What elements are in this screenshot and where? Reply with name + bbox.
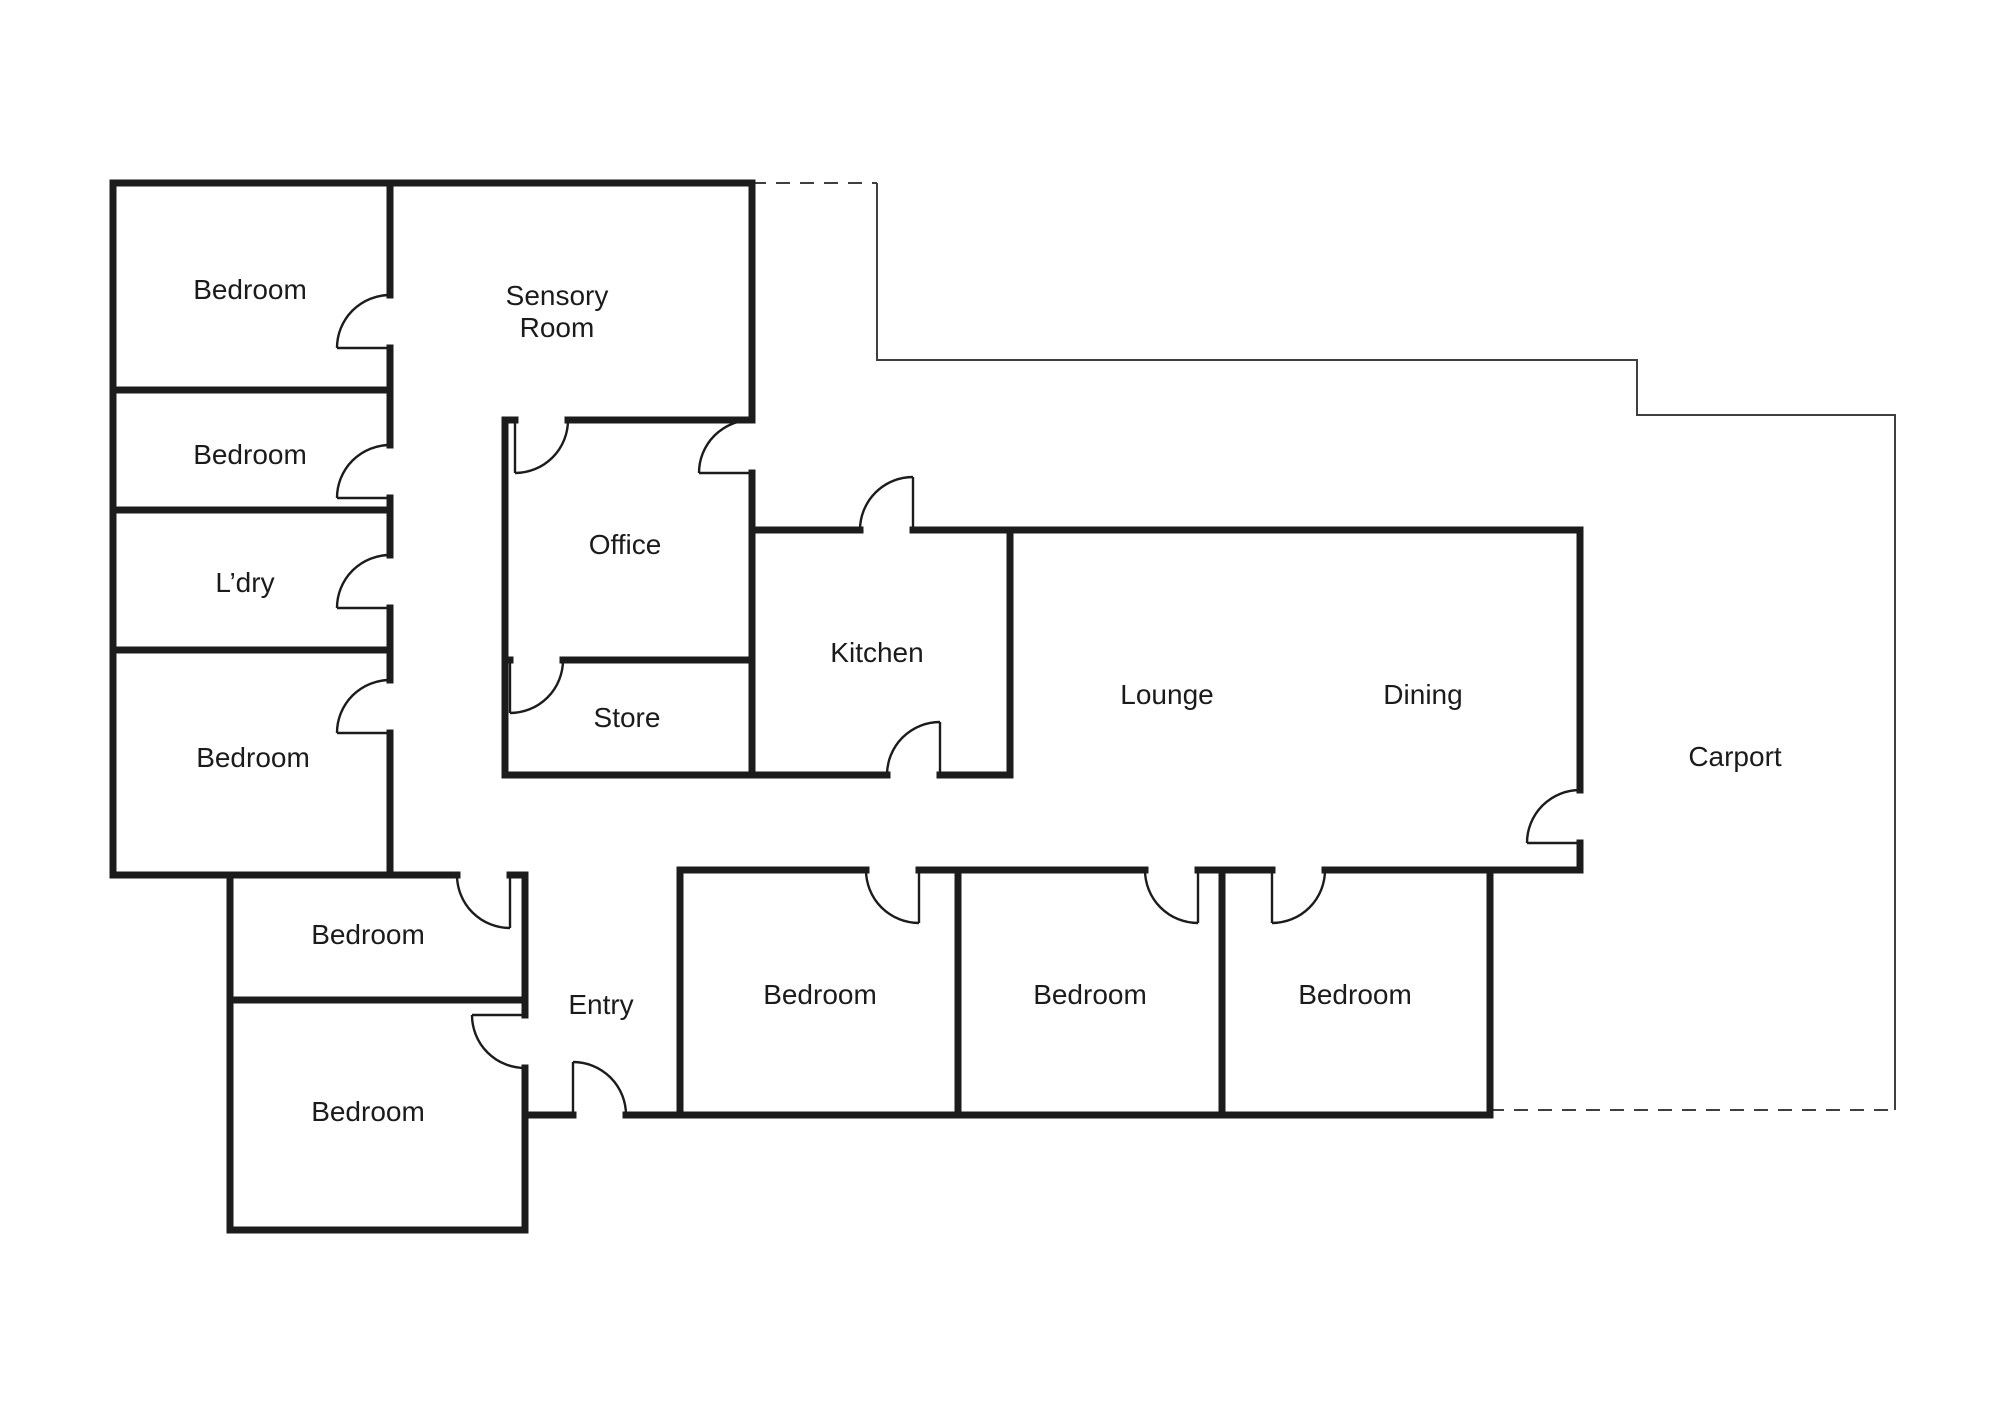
door-swing-arcs [335, 293, 1581, 1116]
room-label-bedroom-6: Bedroom [763, 978, 877, 1010]
room-label-bedroom-8: Bedroom [1298, 978, 1412, 1010]
room-label-entry: Entry [568, 988, 634, 1020]
carport-boundary-dashed-lines [752, 182, 1895, 1111]
room-label-lounge: Lounge [1120, 678, 1214, 710]
room-label-laundry: L’dry [215, 566, 275, 598]
room-label-sensory-room: Sensory Room [505, 279, 609, 343]
room-label-carport: Carport [1688, 740, 1782, 772]
room-label-bedroom-1: Bedroom [193, 273, 307, 305]
room-label-bedroom-7: Bedroom [1033, 978, 1147, 1010]
walls [109, 179, 1584, 1234]
carport-boundary-outline [876, 183, 1896, 1110]
room-label-bedroom-2: Bedroom [193, 438, 307, 470]
room-label-bedroom-5: Bedroom [311, 1095, 425, 1127]
room-label-bedroom-4: Bedroom [311, 918, 425, 950]
door-leaf-lines [337, 346, 1580, 1115]
room-label-kitchen: Kitchen [830, 636, 924, 668]
room-label-store: Store [593, 701, 661, 733]
room-label-dining: Dining [1383, 678, 1463, 710]
room-label-office: Office [588, 528, 662, 560]
room-label-bedroom-3: Bedroom [196, 741, 310, 773]
